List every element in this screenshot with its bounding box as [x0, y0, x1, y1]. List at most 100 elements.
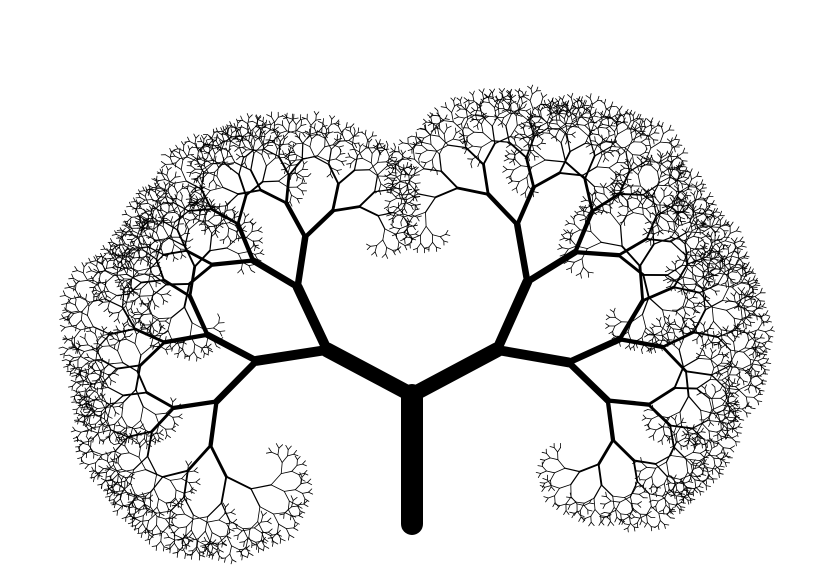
tree-branch: [712, 307, 713, 321]
tree-branch: [286, 203, 305, 237]
tree-branch: [118, 474, 119, 481]
tree-branch: [272, 452, 278, 455]
tree-branch: [164, 537, 169, 538]
tree-branch: [611, 122, 613, 126]
tree-branch: [174, 244, 180, 249]
tree-branch: [191, 530, 197, 541]
tree-branch: [524, 144, 528, 147]
tree-branch: [388, 184, 392, 186]
tree-branch: [301, 120, 302, 125]
tree-branch: [675, 135, 677, 140]
tree-branch: [272, 541, 273, 546]
tree-branch: [656, 464, 668, 476]
tree-branch: [165, 435, 167, 439]
tree-branch: [702, 278, 709, 279]
tree-branch: [170, 177, 175, 182]
tree-branch: [111, 442, 114, 444]
tree-branch: [227, 248, 239, 254]
tree-branch: [558, 460, 565, 469]
tree-branch: [304, 470, 307, 473]
tree-branch: [558, 98, 560, 102]
tree-branch: [401, 195, 402, 204]
tree-branch: [430, 135, 439, 137]
tree-branch: [135, 319, 137, 324]
tree-branch: [90, 477, 94, 478]
tree-branch: [329, 149, 332, 164]
tree-branch: [140, 296, 153, 297]
tree-branch: [515, 90, 518, 93]
tree-branch: [599, 464, 602, 485]
tree-branch: [239, 237, 240, 241]
tree-branch: [675, 388, 697, 389]
tree-branch: [237, 119, 239, 123]
tree-branch: [708, 281, 709, 286]
tree-branch: [106, 276, 114, 283]
tree-branch: [414, 170, 415, 175]
tree-branch: [118, 312, 119, 318]
tree-branch: [75, 267, 78, 271]
tree-branch: [121, 295, 122, 299]
tree-branch: [114, 345, 115, 349]
tree-branch: [70, 286, 75, 287]
tree-branch: [654, 335, 662, 336]
tree-branch: [187, 247, 191, 250]
tree-branch: [388, 207, 389, 211]
tree-branch: [720, 227, 724, 231]
tree-branch: [116, 504, 122, 506]
tree-branch: [484, 144, 495, 165]
tree-branch: [91, 261, 96, 262]
tree-branch: [296, 155, 297, 160]
tree-branch: [407, 189, 412, 190]
tree-branch: [184, 497, 193, 515]
tree-branch: [605, 99, 606, 103]
tree-branch: [257, 350, 328, 361]
tree-branch: [698, 358, 710, 359]
tree-branch: [182, 142, 184, 146]
tree-branch: [119, 476, 122, 480]
tree-branch: [348, 153, 350, 157]
tree-branch: [686, 313, 690, 316]
tree-branch: [568, 95, 572, 98]
tree-branch: [166, 183, 169, 186]
tree-branch: [60, 296, 65, 297]
tree-branch: [400, 180, 409, 181]
tree-branch: [181, 508, 185, 515]
tree-branch: [531, 85, 533, 89]
tree-branch: [410, 144, 415, 145]
tree-branch: [459, 117, 465, 118]
tree-branch: [191, 166, 195, 169]
tree-branch: [328, 159, 336, 161]
tree-branch: [230, 554, 232, 560]
tree-branch: [127, 308, 131, 311]
tree-branch: [159, 499, 167, 503]
tree-branch: [288, 450, 289, 456]
tree-branch: [88, 364, 89, 368]
tree-branch: [208, 344, 212, 347]
tree-branch: [223, 187, 238, 194]
tree-branch: [493, 89, 495, 93]
tree-branch: [150, 261, 151, 268]
tree-branch: [200, 138, 201, 142]
tree-branch: [462, 124, 463, 129]
tree-branch: [118, 422, 120, 426]
tree-branch: [69, 278, 74, 279]
tree-branch: [541, 93, 543, 98]
tree-branch: [173, 257, 174, 261]
tree-branch: [191, 169, 196, 172]
tree-branch: [394, 143, 396, 147]
tree-branch: [615, 132, 616, 143]
tree-branch: [503, 104, 505, 109]
tree-branch: [247, 553, 248, 558]
tree-branch: [566, 117, 568, 124]
tree-branch: [188, 445, 211, 470]
tree-branch: [615, 172, 616, 177]
tree-branch: [154, 342, 158, 345]
tree-branch: [649, 388, 675, 405]
tree-branch: [341, 128, 346, 133]
tree-branch: [298, 177, 302, 179]
tree-branch: [468, 132, 474, 136]
tree-branch: [709, 282, 710, 286]
tree-branch: [79, 447, 80, 451]
tree-branch: [593, 134, 599, 135]
tree-branch: [90, 383, 91, 387]
